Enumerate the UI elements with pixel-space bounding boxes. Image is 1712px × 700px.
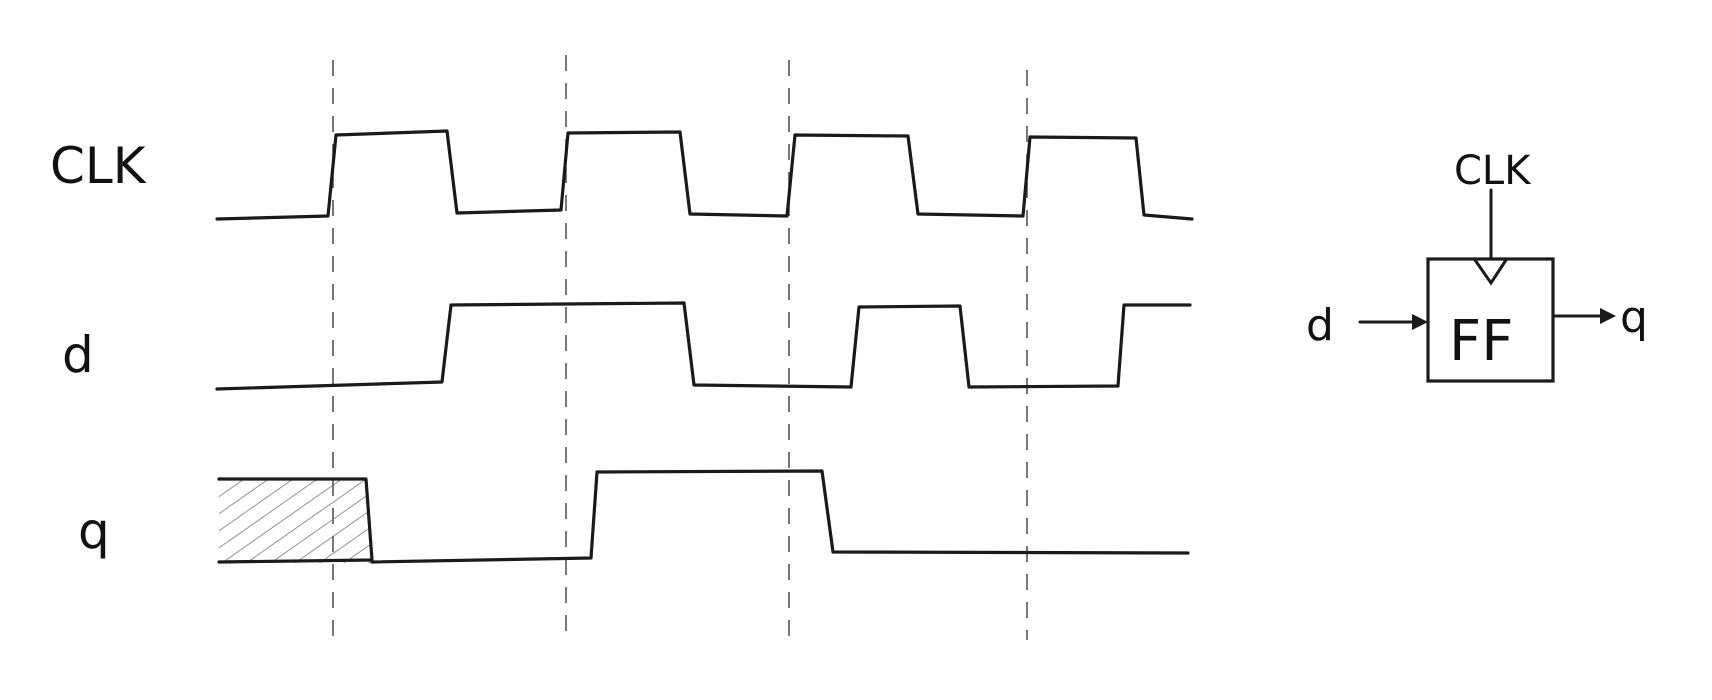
d-input-label: d [1306,300,1334,351]
signal-label-clk: CLK [50,137,147,195]
d-waveform [215,301,1192,391]
clk-input-label: CLK [1454,148,1532,194]
clock-triangle-icon [1473,258,1508,286]
q-unknown-outline [217,477,374,564]
signal-label-q: q [78,502,110,560]
q-unknown-region [219,479,372,563]
clk-waveform [215,129,1194,221]
flip-flop-label: FF [1449,309,1513,374]
q-output-label: q [1620,292,1648,343]
d-input-arrow-icon [1412,314,1428,330]
q-output-arrow-icon [1600,308,1616,324]
signal-label-d: d [62,326,94,384]
q-waveform [370,469,1190,564]
flip-flop-block: FF CLK d q [1306,148,1648,383]
